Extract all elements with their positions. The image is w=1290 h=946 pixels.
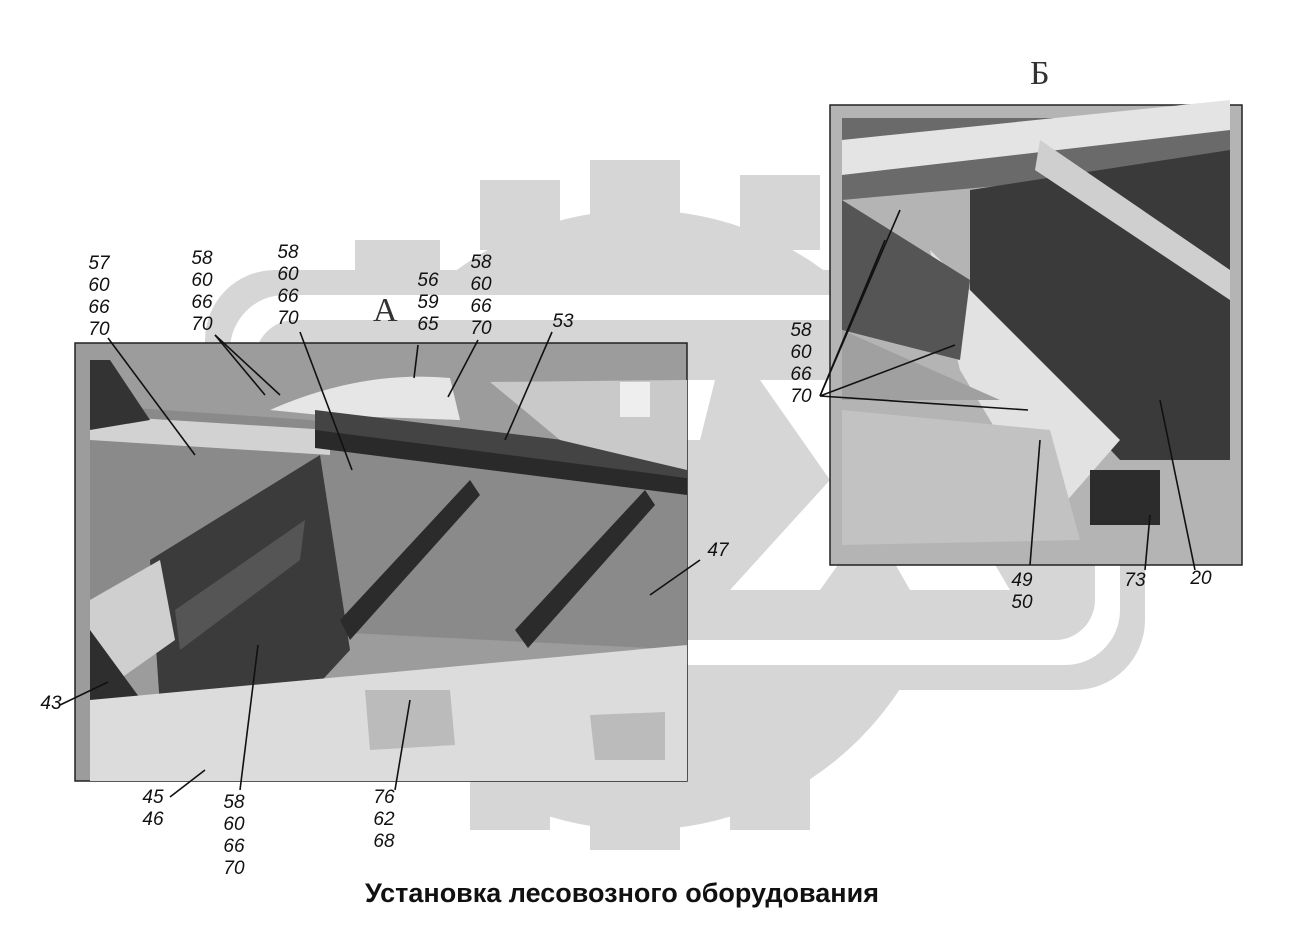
figure-caption: Установка лесовозного оборудования: [365, 878, 879, 908]
leader-lines: [59, 209, 1196, 798]
view-label-b: Б: [1030, 55, 1050, 92]
view-a-photo: [74, 342, 688, 782]
callout-20: 20: [1190, 568, 1212, 589]
callout-43: 43: [40, 693, 62, 714]
callout-53: 53: [552, 311, 574, 332]
callout-73: 73: [1124, 570, 1146, 591]
callout-47: 47: [707, 540, 729, 561]
view-label-a: А: [373, 292, 398, 329]
